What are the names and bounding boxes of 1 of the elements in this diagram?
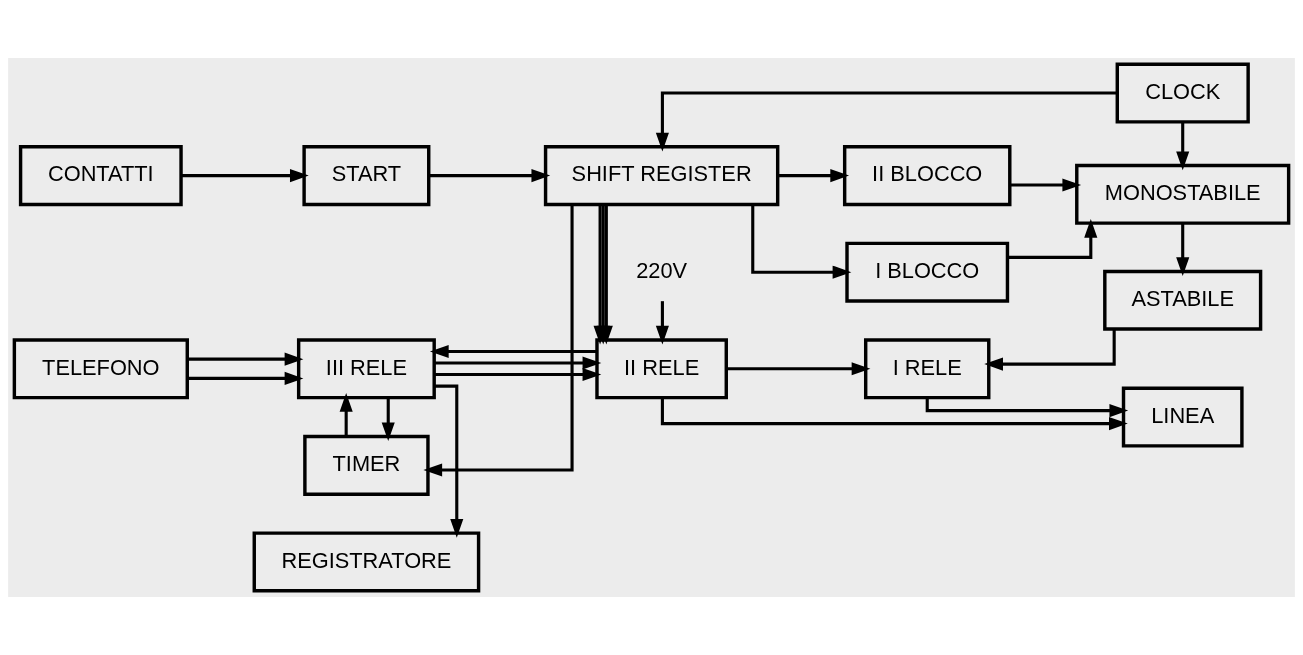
node-text: 220V	[636, 257, 688, 283]
